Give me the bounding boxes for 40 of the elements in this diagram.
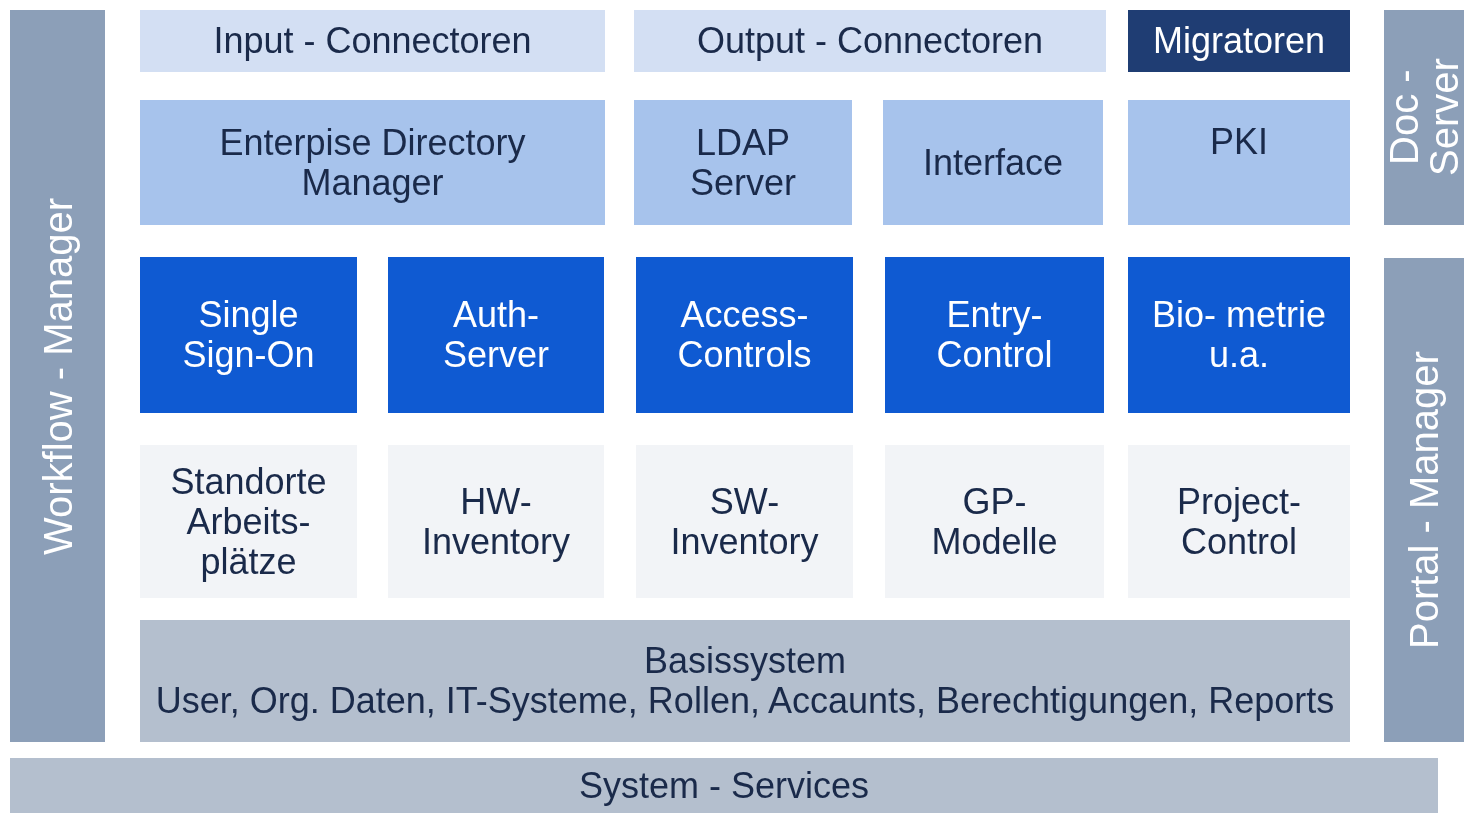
box-label: Output - Connectoren xyxy=(696,21,1044,61)
box-label: Interface xyxy=(922,142,1064,183)
module-box xyxy=(1128,257,1350,413)
module-box xyxy=(885,257,1104,413)
module-box xyxy=(1128,10,1350,72)
module-box xyxy=(388,257,604,413)
box-label: Project- Control xyxy=(1176,481,1302,562)
module-box xyxy=(634,100,852,225)
box-label: Bio- metrie u.a. xyxy=(1150,295,1327,375)
module-box xyxy=(140,257,357,413)
connector-bar xyxy=(140,10,605,72)
box-label: Auth- Server xyxy=(442,295,550,375)
box-label: PKI xyxy=(1210,122,1268,162)
module-box xyxy=(1128,100,1350,225)
box-label: LDAP Server xyxy=(689,122,797,203)
box-label: Access- Controls xyxy=(676,295,813,375)
box-label: Basissystem xyxy=(643,641,846,681)
services-bar xyxy=(10,758,1438,813)
box-label: SW- Inventory xyxy=(669,481,820,562)
box-label: Doc - Server xyxy=(1384,57,1464,179)
box-label: Migratoren xyxy=(1152,21,1326,61)
side-panel xyxy=(1384,10,1464,225)
connector-bar xyxy=(634,10,1106,72)
module-box xyxy=(140,100,605,225)
box-label: GP- Modelle xyxy=(930,481,1059,562)
box-label: Entry- Control xyxy=(935,295,1054,375)
box-label: Input - Connectoren xyxy=(213,21,532,61)
box-label: Workflow - Manager xyxy=(37,197,78,555)
side-panel xyxy=(1384,258,1464,742)
box-label: HW- Inventory xyxy=(420,481,572,562)
box-label: System - Services xyxy=(578,765,870,806)
box-label: Single Sign-On xyxy=(181,295,316,375)
box-label: Portal - Manager xyxy=(1404,351,1444,649)
module-box xyxy=(883,100,1103,225)
module-box xyxy=(636,257,853,413)
box-label: Enterpise Directory Manager xyxy=(218,122,527,203)
box-label: Standorte Arbeits- plätze xyxy=(169,461,328,582)
box-description: User, Org. Daten, IT-Systeme, Rollen, Accaunts, Berechtigungen, Reports xyxy=(155,681,1335,721)
side-panel xyxy=(10,10,105,742)
base-layer-bar xyxy=(140,620,1350,742)
